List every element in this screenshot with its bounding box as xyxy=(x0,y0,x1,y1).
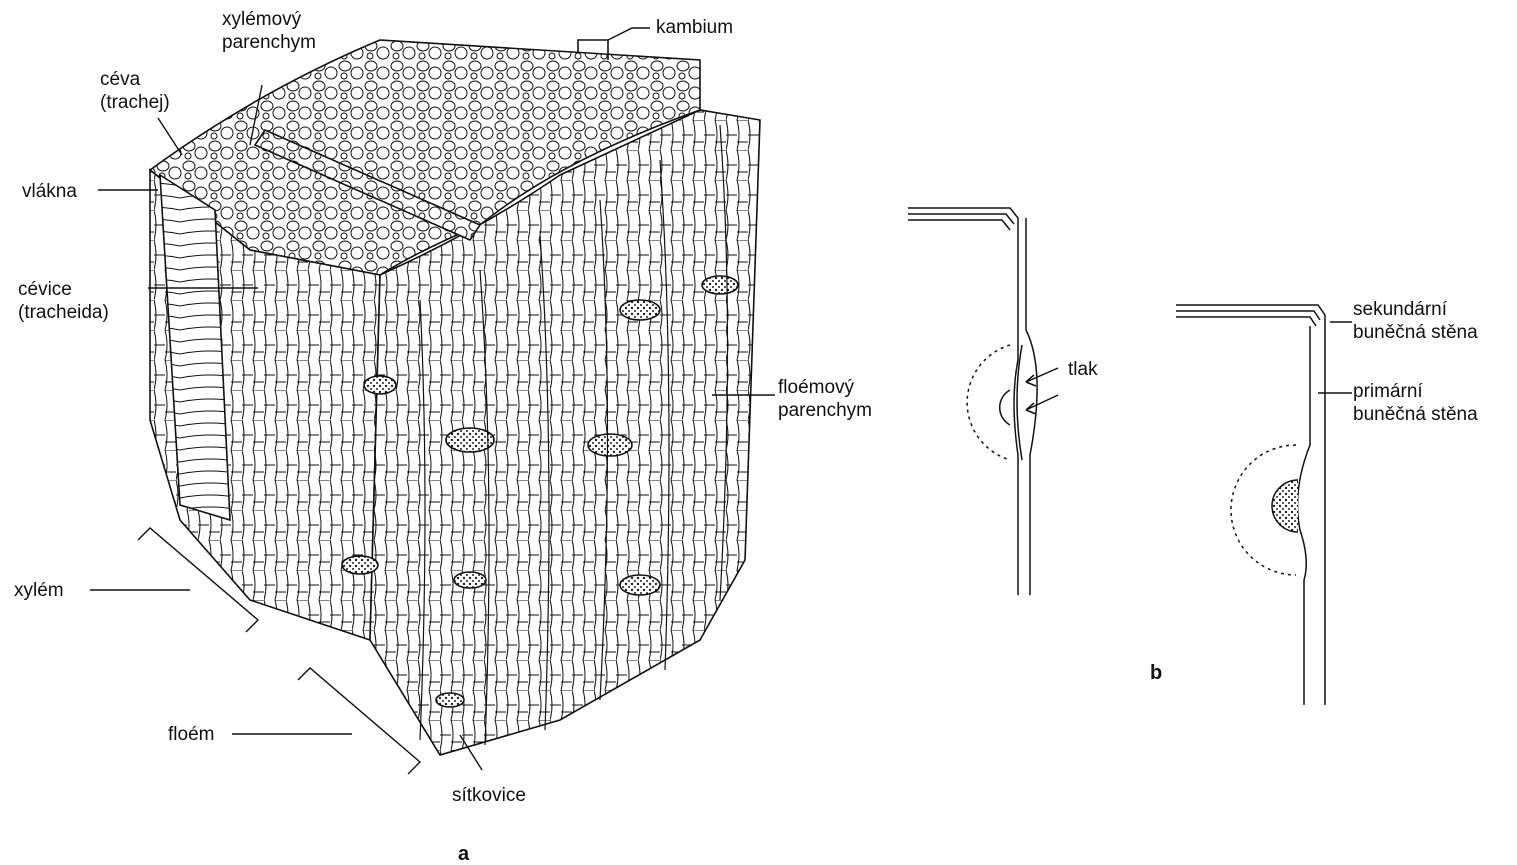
sieve-plate xyxy=(620,300,660,320)
label-xylem: xylém xyxy=(14,579,64,602)
label-vessel-line2: (trachej) xyxy=(100,91,170,114)
pressure-arrow-2 xyxy=(1026,395,1058,410)
label-xylem-parenchyma-line2: parenchym xyxy=(222,31,316,54)
label-vessel: céva (trachej) xyxy=(100,68,170,114)
label-kambium: kambium xyxy=(656,16,733,39)
label-tracheid-line1: cévice xyxy=(18,278,109,301)
label-sieve-tube: sítkovice xyxy=(452,784,526,807)
sieve-plate xyxy=(436,693,464,707)
pressure-arrow-1 xyxy=(1026,368,1058,382)
label-secondary-wall-line1: sekundární xyxy=(1353,298,1478,321)
sieve-plate xyxy=(702,276,738,294)
label-pressure: tlak xyxy=(1068,358,1098,381)
label-phloem: floém xyxy=(168,723,214,746)
panel-label-a: a xyxy=(458,843,469,865)
leader-kambium xyxy=(608,28,650,40)
label-primary-wall: primární buněčná stěna xyxy=(1353,380,1478,426)
label-secondary-wall: sekundární buněčná stěna xyxy=(1353,298,1478,344)
sieve-plate xyxy=(342,556,378,574)
panel-label-b: b xyxy=(1150,662,1162,685)
label-phloem-parenchyma: floémový parenchym xyxy=(778,376,872,422)
sieve-plate xyxy=(446,428,494,452)
label-fibers: vlákna xyxy=(22,180,77,203)
pit-diagram-right xyxy=(1176,305,1352,705)
label-tracheid: cévice (tracheida) xyxy=(18,278,109,324)
sieve-plate xyxy=(620,575,660,595)
pit-border xyxy=(967,345,1010,460)
label-xylem-parenchyma: xylémový parenchym xyxy=(222,8,316,54)
label-phloem-parenchyma-line2: parenchym xyxy=(778,399,872,422)
leader-vessel xyxy=(158,118,182,155)
pit-diagram-left xyxy=(908,208,1058,595)
sieve-plate xyxy=(454,572,486,588)
label-vessel-line1: céva xyxy=(100,68,170,91)
torus xyxy=(1272,480,1298,532)
torus xyxy=(1000,390,1010,425)
label-phloem-parenchyma-line1: floémový xyxy=(778,376,872,399)
label-tracheid-line2: (tracheida) xyxy=(18,301,109,324)
label-primary-wall-line2: buněčná stěna xyxy=(1353,403,1478,426)
sieve-plate xyxy=(588,434,632,456)
label-xylem-parenchyma-line1: xylémový xyxy=(222,8,316,31)
sieve-plate xyxy=(364,376,396,394)
label-primary-wall-line1: primární xyxy=(1353,380,1478,403)
wood-block-illustration xyxy=(150,40,760,755)
label-secondary-wall-line2: buněčná stěna xyxy=(1353,321,1478,344)
